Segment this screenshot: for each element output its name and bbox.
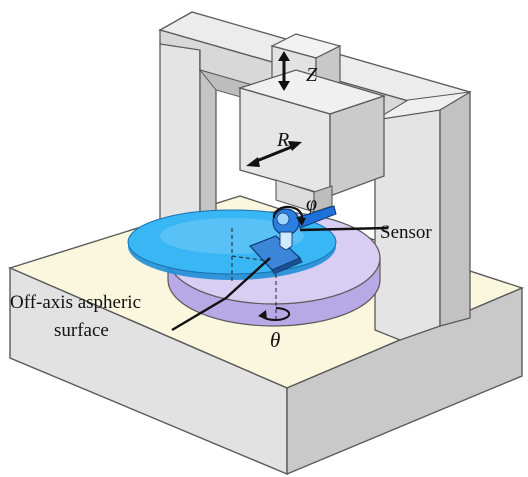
- r-arrow-head-left: [246, 157, 260, 167]
- phi-rotation-arrow: [272, 205, 306, 226]
- gantry-right-column: [374, 90, 471, 341]
- phi-arc: [272, 205, 303, 223]
- r-arrow-shaft: [253, 144, 295, 164]
- left-column-front: [159, 29, 201, 241]
- right-column-side: [439, 90, 471, 327]
- gantry-left-column: [159, 29, 217, 241]
- z-arrow-head-down: [278, 81, 290, 91]
- sensor-lens: [276, 212, 290, 226]
- z-axis-label: Z: [306, 64, 318, 86]
- z-motion-arrow: [278, 51, 290, 91]
- aspheric-patch: [248, 235, 303, 275]
- phi-arrow-head: [296, 217, 306, 226]
- theta-arrow-head: [258, 310, 267, 320]
- r-carriage: [237, 69, 387, 197]
- phi-axis-label: φ: [306, 193, 317, 215]
- right-column-top: [374, 91, 471, 121]
- r-box-side: [329, 95, 385, 197]
- surface-label-line1: Off-axis aspheric: [10, 292, 141, 313]
- r-axis-label: R: [276, 129, 289, 151]
- theta-rotation-arrow: [258, 307, 291, 321]
- sensor-head: [272, 205, 337, 251]
- r-motion-arrow: [246, 141, 302, 167]
- sensor-tip: [279, 231, 293, 251]
- surface-label-line2: surface: [54, 320, 109, 341]
- z-arrow-head-up: [278, 51, 290, 61]
- surface-leader: [171, 257, 271, 332]
- sensor-label: Sensor: [380, 222, 432, 243]
- sensor-leader: [299, 226, 389, 232]
- spindle-side: [313, 185, 333, 213]
- spindle: [275, 179, 333, 213]
- aspheric-patch-edge: [271, 257, 303, 275]
- r-arrow-head-right: [288, 141, 302, 151]
- leader-lines: [171, 226, 389, 332]
- theta-axis-label: θ: [270, 328, 280, 352]
